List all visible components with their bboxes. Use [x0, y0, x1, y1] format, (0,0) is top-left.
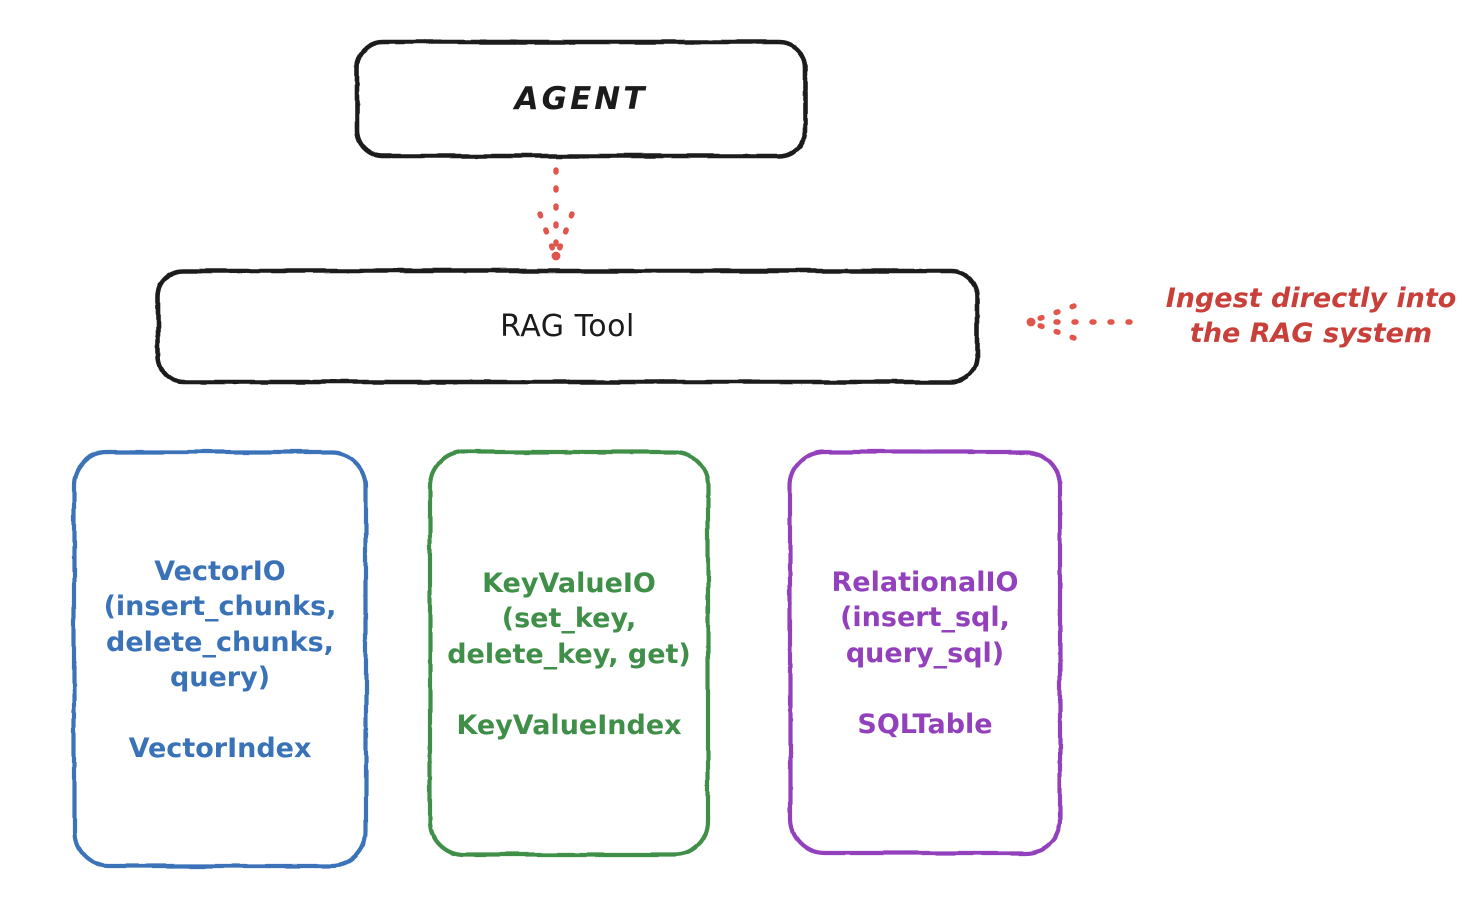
relational-io-box-outline: [787, 449, 1063, 856]
relational-io-sub-label: SQLTable: [857, 708, 993, 740]
ingest-annotation-text: Ingest directly into the RAG system: [1165, 283, 1457, 350]
key-value-io-sub-label: KeyValueIndex: [456, 709, 682, 741]
connector-ingest-to-rag-tool: [1026, 303, 1133, 341]
agent-box-outline: [354, 39, 808, 159]
vector-io-box-outline: [71, 449, 369, 869]
agent-node[interactable]: AGENT: [356, 41, 806, 157]
key-value-io-label: KeyValueIO (set_key, delete_key, get): [447, 568, 691, 670]
rag-tool-box-outline: [155, 268, 980, 385]
vector-io-label: VectorIO (insert_chunks, delete_chunks, …: [103, 556, 337, 693]
key-value-io-node[interactable]: KeyValueIO (set_key, delete_key, get) Ke…: [428, 450, 710, 857]
key-value-io-box-outline: [427, 449, 711, 858]
rag-tool-label: RAG Tool: [500, 308, 635, 344]
relational-io-node[interactable]: RelationalIO (insert_sql, query_sql) SQL…: [788, 450, 1062, 855]
agent-label: AGENT: [514, 80, 648, 117]
connector-agent-to-rag-tool: [537, 167, 575, 261]
rag-tool-node[interactable]: RAG Tool: [157, 270, 978, 383]
vector-io-sub-label: VectorIndex: [128, 732, 312, 764]
vector-io-node[interactable]: VectorIO (insert_chunks, delete_chunks, …: [72, 450, 368, 868]
relational-io-label: RelationalIO (insert_sql, query_sql): [831, 567, 1019, 669]
